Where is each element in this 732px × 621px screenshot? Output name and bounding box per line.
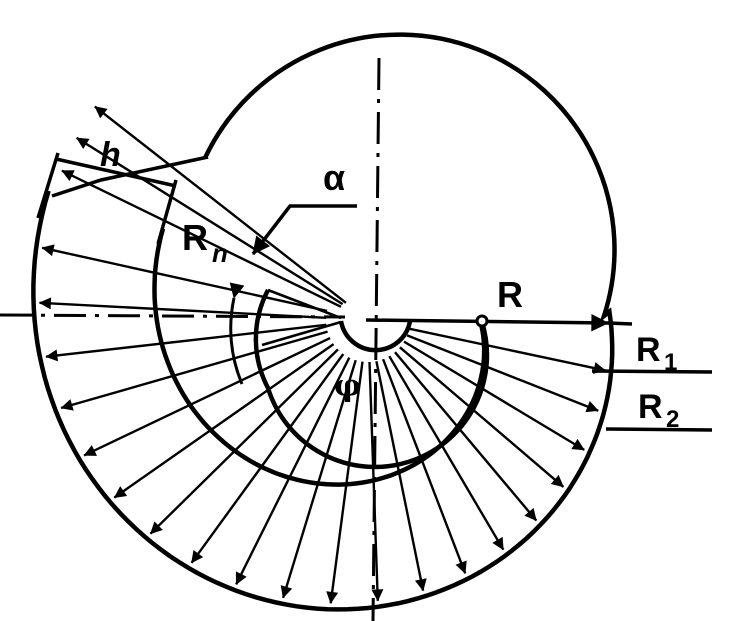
pressure-ray xyxy=(403,340,585,451)
r2-subscript: 2 xyxy=(666,406,679,433)
pressure-ray xyxy=(381,358,467,574)
pressure-ray xyxy=(408,327,606,374)
pressure-ray xyxy=(406,334,599,413)
pressure-ray xyxy=(45,323,327,362)
h-extension-left xyxy=(36,152,60,219)
r-point-marker xyxy=(475,314,489,328)
pressure-ray xyxy=(190,353,345,564)
alpha-arc xyxy=(229,282,245,385)
r1-subscript: 1 xyxy=(664,349,677,376)
alpha-leader xyxy=(251,204,357,256)
contour-group xyxy=(31,32,617,612)
alpha-label: α xyxy=(323,157,345,198)
r1-label: R xyxy=(636,331,661,369)
pressure-ray xyxy=(60,330,328,411)
pressure-ray xyxy=(399,346,565,488)
pressure-ray xyxy=(149,348,339,535)
pressure-ray xyxy=(375,360,427,592)
r2-leader xyxy=(605,427,713,432)
r2-label: R xyxy=(638,388,663,426)
rn-label: R xyxy=(182,217,208,258)
pressure-ray xyxy=(113,343,335,499)
h-leader xyxy=(51,155,209,198)
pressure-ray xyxy=(41,244,328,313)
pressure-ray xyxy=(61,169,342,308)
r-label: R xyxy=(497,274,523,315)
pressure-ray xyxy=(394,351,538,522)
pressure-ray xyxy=(76,136,344,306)
phi-label: φ xyxy=(334,369,361,404)
pressure-ray-group xyxy=(38,105,606,604)
pressure-ray xyxy=(38,297,327,319)
pressure-ray xyxy=(280,359,357,599)
h-label: h xyxy=(100,136,121,174)
vertical-center-line xyxy=(371,57,381,621)
pressure-ray xyxy=(94,105,347,304)
rn-subscript: n xyxy=(212,238,228,268)
h-extension-right xyxy=(156,179,178,245)
r-leader-ext xyxy=(607,321,633,326)
outer-contour xyxy=(31,32,617,612)
h-dimension-line xyxy=(55,157,177,188)
dimension-h xyxy=(36,152,209,245)
r1-leader xyxy=(591,369,713,374)
inner-arc xyxy=(253,288,490,470)
pressure-ray xyxy=(235,357,351,585)
center-semicircle xyxy=(338,320,413,353)
center-wedge xyxy=(261,288,342,347)
pressure-ray xyxy=(388,355,505,551)
middle-spiral xyxy=(152,228,487,487)
pressure-ray xyxy=(83,337,331,457)
